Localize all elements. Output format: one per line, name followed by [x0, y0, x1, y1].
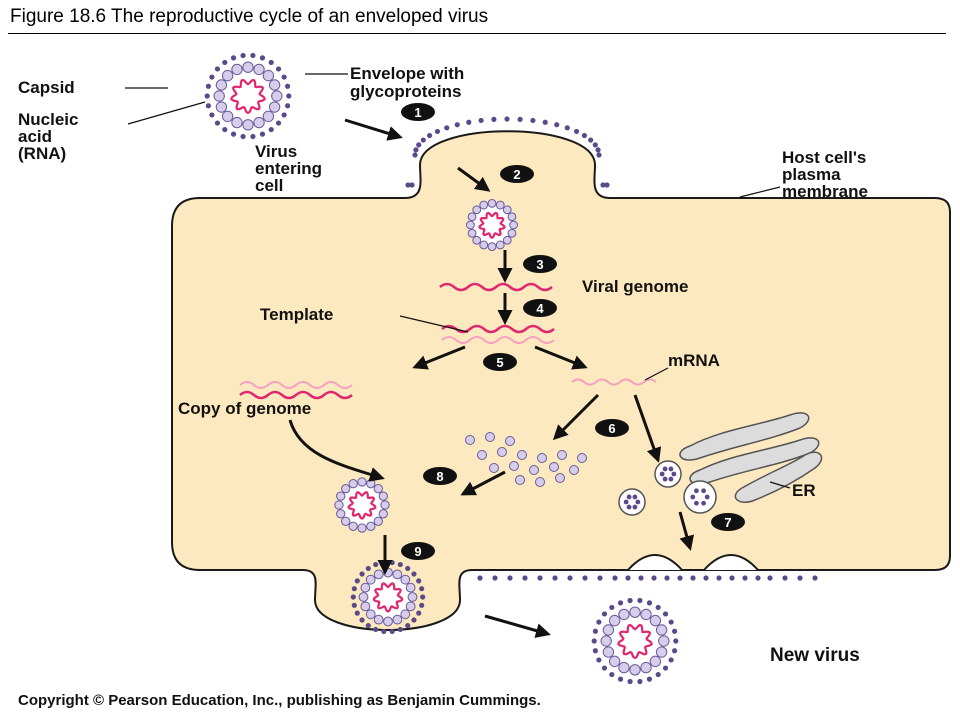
step-8-badge: 8: [423, 467, 457, 485]
step-4-badge: 4: [523, 299, 557, 317]
membrane-glycoproteins: [477, 575, 818, 581]
virus-entering-label-line3: cell: [255, 176, 283, 195]
envelope-label-line2: glycoproteins: [350, 82, 461, 101]
svg-text:1: 1: [414, 105, 421, 120]
exit-pit-1: [627, 554, 683, 571]
new-virus-label: New virus: [770, 645, 860, 666]
host-membrane-label-line2: plasma: [782, 165, 841, 184]
nucleic-label-line1: Nucleic: [18, 110, 78, 129]
viral-genome-label: Viral genome: [582, 277, 688, 296]
svg-text:6: 6: [608, 421, 615, 436]
virus-entering-label-line1: Virus: [255, 142, 297, 161]
budding-virus: [350, 559, 426, 635]
nucleic-label-line3: (RNA): [18, 144, 66, 163]
assembling-virus: [334, 477, 390, 533]
step-1-badge: 1: [401, 103, 435, 121]
step-7-badge: 7: [711, 513, 745, 531]
svg-text:4: 4: [536, 301, 544, 316]
host-membrane-label-line1: Host cell's: [782, 148, 866, 167]
template-strands: [441, 324, 555, 344]
exit-pit-2: [703, 554, 759, 571]
entry-glycoproteins: [405, 116, 610, 188]
viral-genome-strand: [439, 282, 553, 292]
figure-title: Figure 18.6 The reproductive cycle of an…: [10, 6, 489, 27]
glycoprotein-vesicles: [618, 460, 717, 516]
svg-text:9: 9: [414, 544, 421, 559]
svg-text:5: 5: [496, 355, 503, 370]
title-divider: [8, 33, 946, 34]
capsid-proteins: [465, 432, 587, 487]
virus-entering-label-line2: entering: [255, 159, 322, 178]
er-label: ER: [792, 481, 816, 500]
mrna-strand: [571, 378, 657, 386]
copy-of-genome-label: Copy of genome: [178, 399, 311, 418]
svg-text:7: 7: [724, 515, 731, 530]
internalized-virus: [466, 199, 518, 252]
capsid-label: Capsid: [18, 78, 75, 97]
new-virus: [591, 597, 679, 685]
svg-text:8: 8: [436, 469, 443, 484]
mrna-label: mRNA: [668, 351, 720, 370]
step-6-badge: 6: [595, 419, 629, 437]
copyright-notice: Copyright © Pearson Education, Inc., pub…: [18, 692, 541, 709]
label-leaders: [125, 73, 791, 489]
envelope-label-line1: Envelope with: [350, 64, 464, 83]
genome-copy-strands: [239, 381, 353, 400]
host-cell: [171, 130, 951, 631]
nucleic-label-line2: acid: [18, 127, 52, 146]
step-3-badge: 3: [523, 255, 557, 273]
flow-arrows: [288, 118, 695, 638]
step-2-badge: 2: [500, 165, 534, 183]
svg-text:2: 2: [513, 167, 520, 182]
endoplasmic-reticulum: [679, 412, 823, 503]
svg-text:3: 3: [536, 257, 543, 272]
step-9-badge: 9: [401, 542, 435, 560]
template-label: Template: [260, 305, 333, 324]
host-membrane-label-line3: membrane: [782, 182, 868, 201]
step-5-badge: 5: [483, 353, 517, 371]
free-virus: [204, 52, 292, 140]
